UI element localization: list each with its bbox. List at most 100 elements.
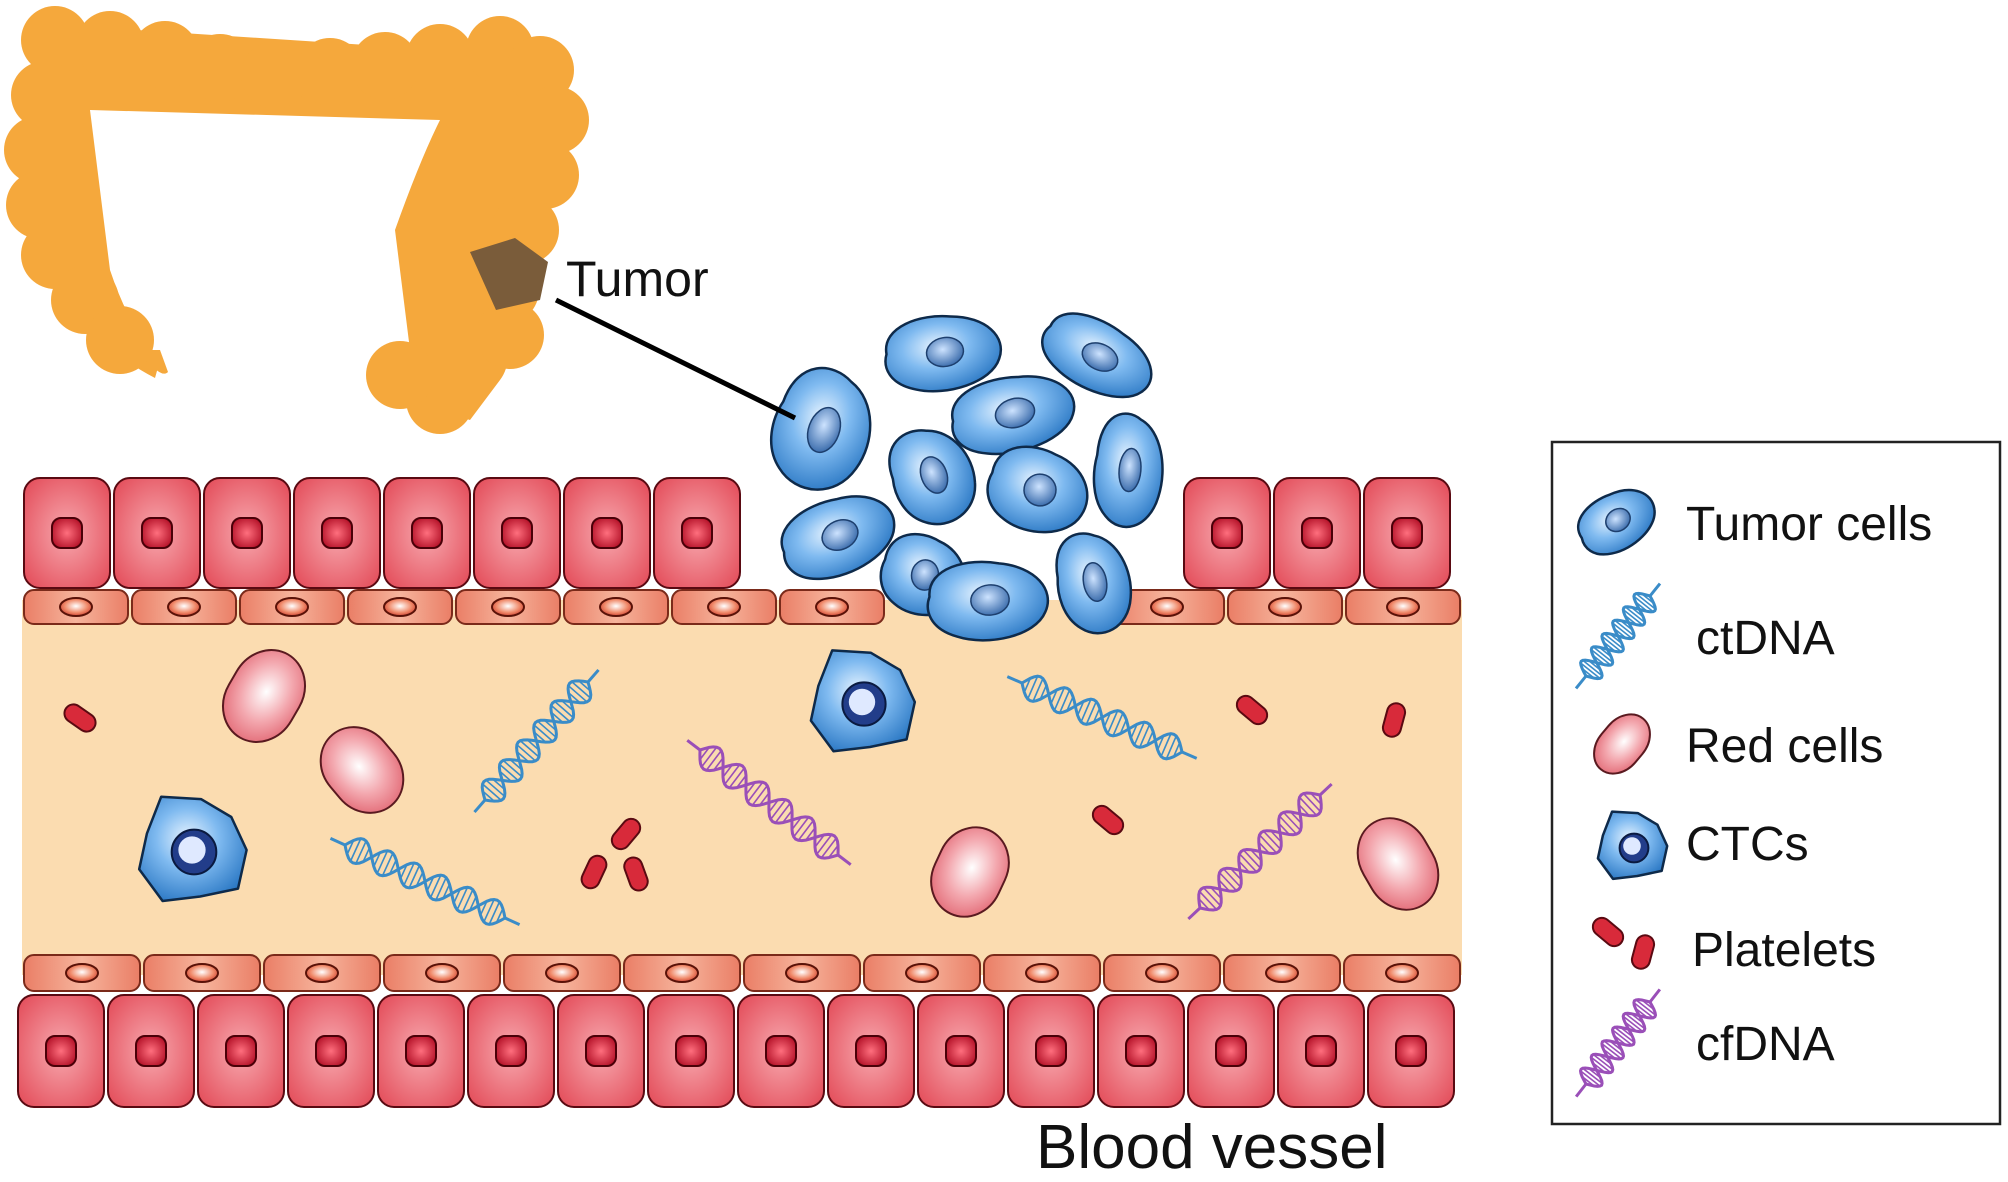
dna-base-pair (1039, 684, 1048, 700)
dna-end (1648, 582, 1662, 597)
endothelial-nucleus (1268, 597, 1302, 617)
dna-base-pair (1290, 811, 1302, 824)
dna-base-pair (1592, 1053, 1614, 1071)
endothelium-top (23, 589, 1461, 625)
dna-base-pair (495, 908, 504, 923)
dna-base-pair (1613, 627, 1627, 639)
dna-base-pair (526, 739, 540, 751)
dna-base-pair (1258, 834, 1278, 854)
dna-base-pair (550, 711, 564, 724)
endothelial-nucleus (707, 597, 741, 617)
dna-base-pair (1270, 830, 1282, 843)
dna-base-pair (1076, 700, 1085, 716)
dna-base-pair (349, 838, 362, 862)
dna-base-pair (1242, 849, 1262, 869)
epithelial-nucleus (135, 1035, 167, 1067)
dna-base-pair (1592, 646, 1614, 664)
red-cell-body (1593, 713, 1651, 775)
dna-end (1187, 906, 1202, 921)
dna-end (837, 853, 852, 866)
dna-base-pair (1609, 633, 1623, 645)
epithelial-nucleus (45, 1035, 77, 1067)
tumor-pointer-line (554, 297, 797, 421)
dna-base-pair (1298, 803, 1310, 817)
dna-base-pair (1050, 689, 1058, 705)
dna-base-pair (1250, 849, 1262, 862)
endothelial-nucleus (65, 963, 99, 983)
dna-base-pair (381, 852, 394, 877)
red-cell (319, 726, 405, 814)
cfdna-fragment (686, 739, 852, 866)
dna-base-pair (1598, 646, 1612, 658)
legend-label-tumor-cells: Tumor cells (1686, 498, 1932, 551)
dna-base-pair (791, 816, 802, 831)
dna-base-pair (1230, 867, 1242, 881)
red-cell-icon (1593, 713, 1651, 775)
dna-base-pair (1581, 667, 1595, 679)
dna-base-pair (488, 901, 501, 925)
epithelial-nucleus (1305, 1035, 1337, 1067)
dna-base-pair (567, 685, 588, 703)
dna-base-pair (774, 802, 791, 824)
tumor-cell (1041, 312, 1153, 399)
dna-base-pair (816, 834, 833, 855)
dna-base-pair (376, 850, 389, 874)
colon-body (24, 24, 560, 420)
epithelial-nucleus (1395, 1035, 1427, 1067)
dna-base-pair (578, 680, 591, 692)
dna-base-pair (1023, 677, 1032, 693)
tumor-cell-icon (1576, 488, 1656, 556)
dna-strand (344, 837, 506, 926)
colon-illustration (4, 6, 589, 434)
tumor-cell-nucleus (806, 406, 842, 454)
epithelial-nucleus (141, 517, 173, 549)
epithelium-bottom (17, 994, 1455, 1108)
dna-base-pair (1133, 721, 1145, 746)
dna-base-pair (1633, 595, 1654, 613)
colon-haustra-bump (476, 301, 544, 369)
dna-base-pair (1027, 675, 1039, 700)
endothelial-nucleus (1025, 963, 1059, 983)
dna-base-pair (1612, 622, 1633, 640)
dna-base-pair (561, 699, 574, 712)
dna-end (1574, 675, 1588, 690)
dna-base-pair (1032, 678, 1044, 702)
dna-end (329, 836, 346, 847)
endothelial-nucleus (599, 597, 633, 617)
dna-base-pair (1620, 1026, 1634, 1038)
dna-end (686, 739, 701, 752)
dna-base-pair (1582, 659, 1603, 677)
dna-base-pair (1580, 1070, 1601, 1087)
dna-base-pair (550, 704, 571, 723)
dna-base-pair (1238, 853, 1258, 873)
dna-strand (480, 681, 593, 801)
dna-base-pair (1258, 841, 1270, 854)
dna-base-pair (1298, 796, 1318, 816)
epithelial-nucleus (1391, 517, 1423, 549)
dna-base-pair (1119, 719, 1128, 735)
dna-base-pair (373, 852, 381, 867)
colon-haustra-bump (21, 6, 89, 74)
dna-base-pair (1282, 811, 1302, 831)
endothelial-nucleus (425, 963, 459, 983)
colon-haustra-bump (131, 21, 199, 89)
tumor-cell-cluster (770, 312, 1164, 642)
dna-base-pair (485, 779, 506, 797)
dna-base-pair (554, 700, 574, 719)
dna-base-pair (1160, 733, 1172, 757)
dna-base-pair (442, 883, 451, 899)
tumor-cell (770, 366, 872, 491)
tumor-cell-nucleus (1118, 447, 1142, 493)
dna-base-pair (482, 790, 495, 802)
endothelial-nucleus (383, 597, 417, 617)
dna-base-pair (828, 844, 839, 859)
dna-base-pair (509, 758, 523, 771)
dna-base-pair (355, 840, 367, 864)
dna-base-pair (1588, 659, 1601, 671)
dna-base-pair (701, 746, 718, 768)
dna-base-pair (1053, 687, 1065, 711)
epithelial-nucleus (855, 1035, 887, 1067)
dna-base-pair (1059, 689, 1071, 714)
dna-base-pair (1598, 1054, 1612, 1065)
dna-base-pair (770, 799, 787, 820)
